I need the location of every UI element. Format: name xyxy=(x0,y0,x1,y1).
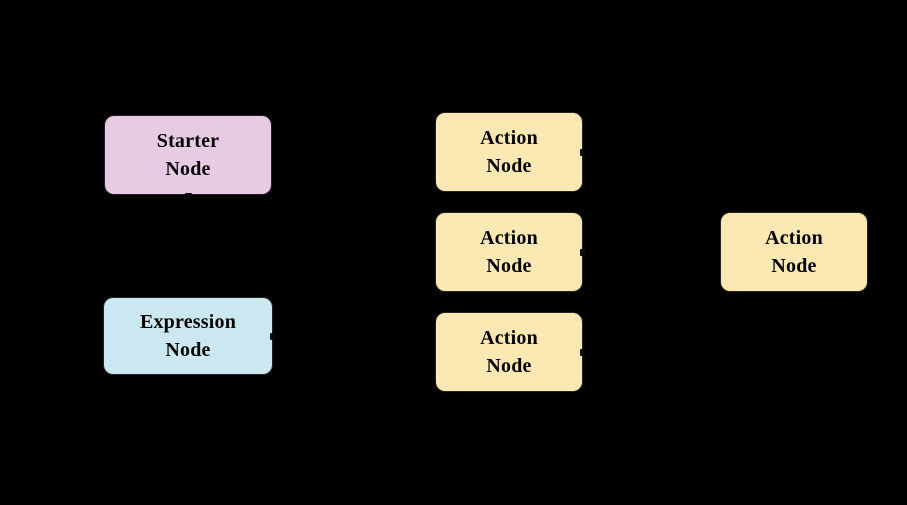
connector-port-bottom-icon[interactable] xyxy=(185,193,192,198)
connector-port-right-icon[interactable] xyxy=(580,149,585,156)
node-label-line-2: Node xyxy=(165,158,211,180)
connector-port-right-icon[interactable] xyxy=(580,249,585,256)
node-label-line-1: Starter xyxy=(156,129,220,152)
edge-action-1-to-action-4 xyxy=(583,151,720,253)
node-action-node-2[interactable]: Action Node xyxy=(435,212,585,292)
edge-expression-to-action-2 xyxy=(273,251,435,337)
node-label-line-2: Node xyxy=(165,339,211,361)
node-label-line-1: Action xyxy=(765,226,823,249)
node-label-line-2: Node xyxy=(486,255,532,277)
node-label-line-1: Action xyxy=(480,326,538,349)
edge-expression-to-action-1 xyxy=(273,151,435,337)
node-starter-node[interactable]: Starter Node xyxy=(104,115,272,198)
node-expression-node[interactable]: Expression Node xyxy=(103,297,275,375)
edge-action-3-to-action-4 xyxy=(583,251,720,353)
connector-port-right-icon[interactable] xyxy=(270,333,275,340)
node-action-node-3[interactable]: Action Node xyxy=(435,312,585,392)
node-label-line-1: Action xyxy=(480,126,538,149)
node-label-line-2: Node xyxy=(486,155,532,177)
node-label-line-2: Node xyxy=(486,355,532,377)
edge-expression-to-action-3 xyxy=(273,335,435,353)
node-label-line-2: Node xyxy=(771,255,817,277)
node-label-line-1: Expression xyxy=(139,310,237,333)
connector-port-right-icon[interactable] xyxy=(580,349,585,356)
node-label-line-1: Action xyxy=(480,226,538,249)
node-action-node-1[interactable]: Action Node xyxy=(435,112,585,192)
node-action-node-4[interactable]: Action Node xyxy=(720,212,868,292)
